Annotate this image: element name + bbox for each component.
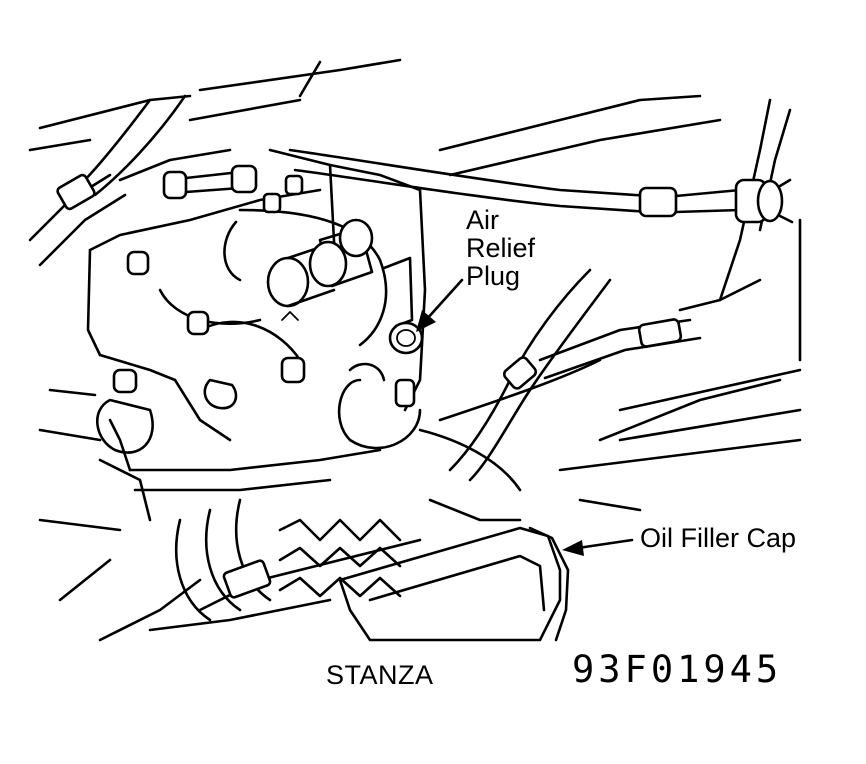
- oil-filler-cap-arrow: [562, 538, 634, 556]
- coolant-hose: [288, 148, 794, 224]
- housing-bolts: [112, 164, 416, 408]
- left-lower-assembly: [38, 388, 154, 602]
- oil-filler-cap-label: Oil Filler Cap: [640, 523, 797, 553]
- air-relief-plug-label: Air Relief Plug: [466, 206, 535, 290]
- air-relief-plug-label-line-2: Relief: [466, 233, 536, 263]
- left-hose: [28, 148, 232, 267]
- air-relief-plug-part: [382, 256, 424, 355]
- wire-harness: [108, 362, 522, 492]
- oil-filler-cap-part: [338, 526, 570, 642]
- model-name: STANZA: [326, 660, 434, 690]
- throttle-body-housing: [86, 148, 427, 442]
- upper-hoses: [28, 58, 802, 362]
- corrugated-duct: [98, 498, 422, 642]
- figure-code: 93F01945: [572, 648, 783, 691]
- air-relief-plug-arrow: [416, 278, 464, 332]
- air-relief-plug-label-line-3: Plug: [466, 261, 521, 291]
- crossing-hoses: [438, 268, 782, 482]
- air-relief-plug-label-line-1: Air: [466, 205, 499, 235]
- right-lower-structure: [428, 368, 802, 522]
- sensor-bosses: [203, 218, 374, 410]
